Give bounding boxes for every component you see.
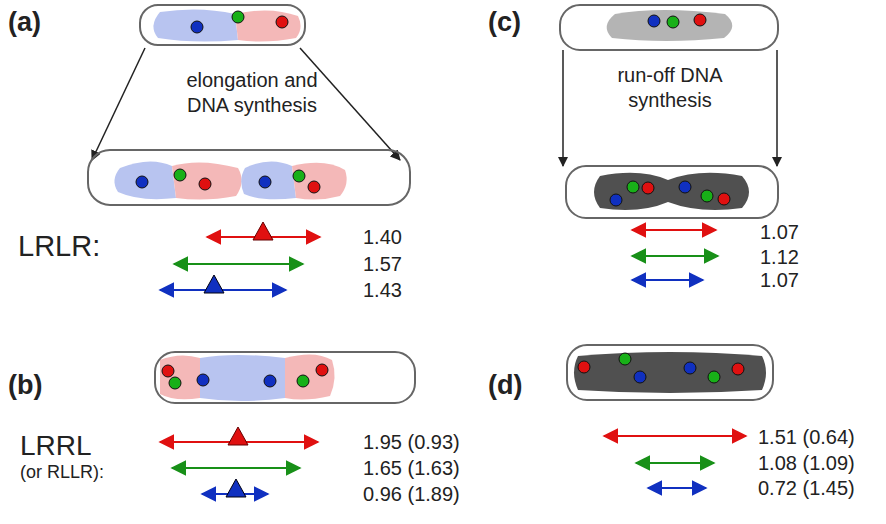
panel-letter: (c) [488, 9, 521, 36]
pattern-label: LRLR: [18, 232, 100, 261]
value: 1.08 (1.09) [758, 453, 855, 473]
pattern-label: (or RLLR): [20, 463, 104, 481]
arrows-b [160, 427, 318, 497]
arrows-a [160, 222, 320, 293]
cell-b [155, 352, 415, 403]
cell-d [567, 345, 773, 400]
value: 1.40 [363, 227, 402, 247]
value: 1.65 (1.63) [363, 458, 460, 478]
value: 1.95 (0.93) [363, 432, 460, 452]
pattern-label: LRRL [20, 432, 92, 460]
arrows-c [632, 230, 718, 280]
cell-c-bottom [566, 166, 778, 218]
value: 1.07 [760, 270, 799, 290]
value: 0.72 (1.45) [758, 478, 855, 498]
cell-a-bottom [88, 150, 410, 205]
process-note: run-off DNA synthesis [595, 63, 745, 113]
process-note: elongation and DNA synthesis [172, 68, 332, 118]
value: 1.51 (0.64) [758, 427, 855, 447]
panel-letter: (b) [8, 372, 42, 399]
arrows-d [604, 436, 746, 488]
cell-c-top [560, 5, 778, 50]
value: 1.43 [363, 280, 402, 300]
panel-letter: (a) [8, 9, 41, 36]
value: 0.96 (1.89) [363, 484, 460, 504]
value: 1.07 [760, 222, 799, 242]
value: 1.12 [760, 247, 799, 267]
value: 1.57 [363, 254, 402, 274]
panel-letter: (d) [488, 372, 522, 399]
cell-a-top [140, 5, 305, 45]
